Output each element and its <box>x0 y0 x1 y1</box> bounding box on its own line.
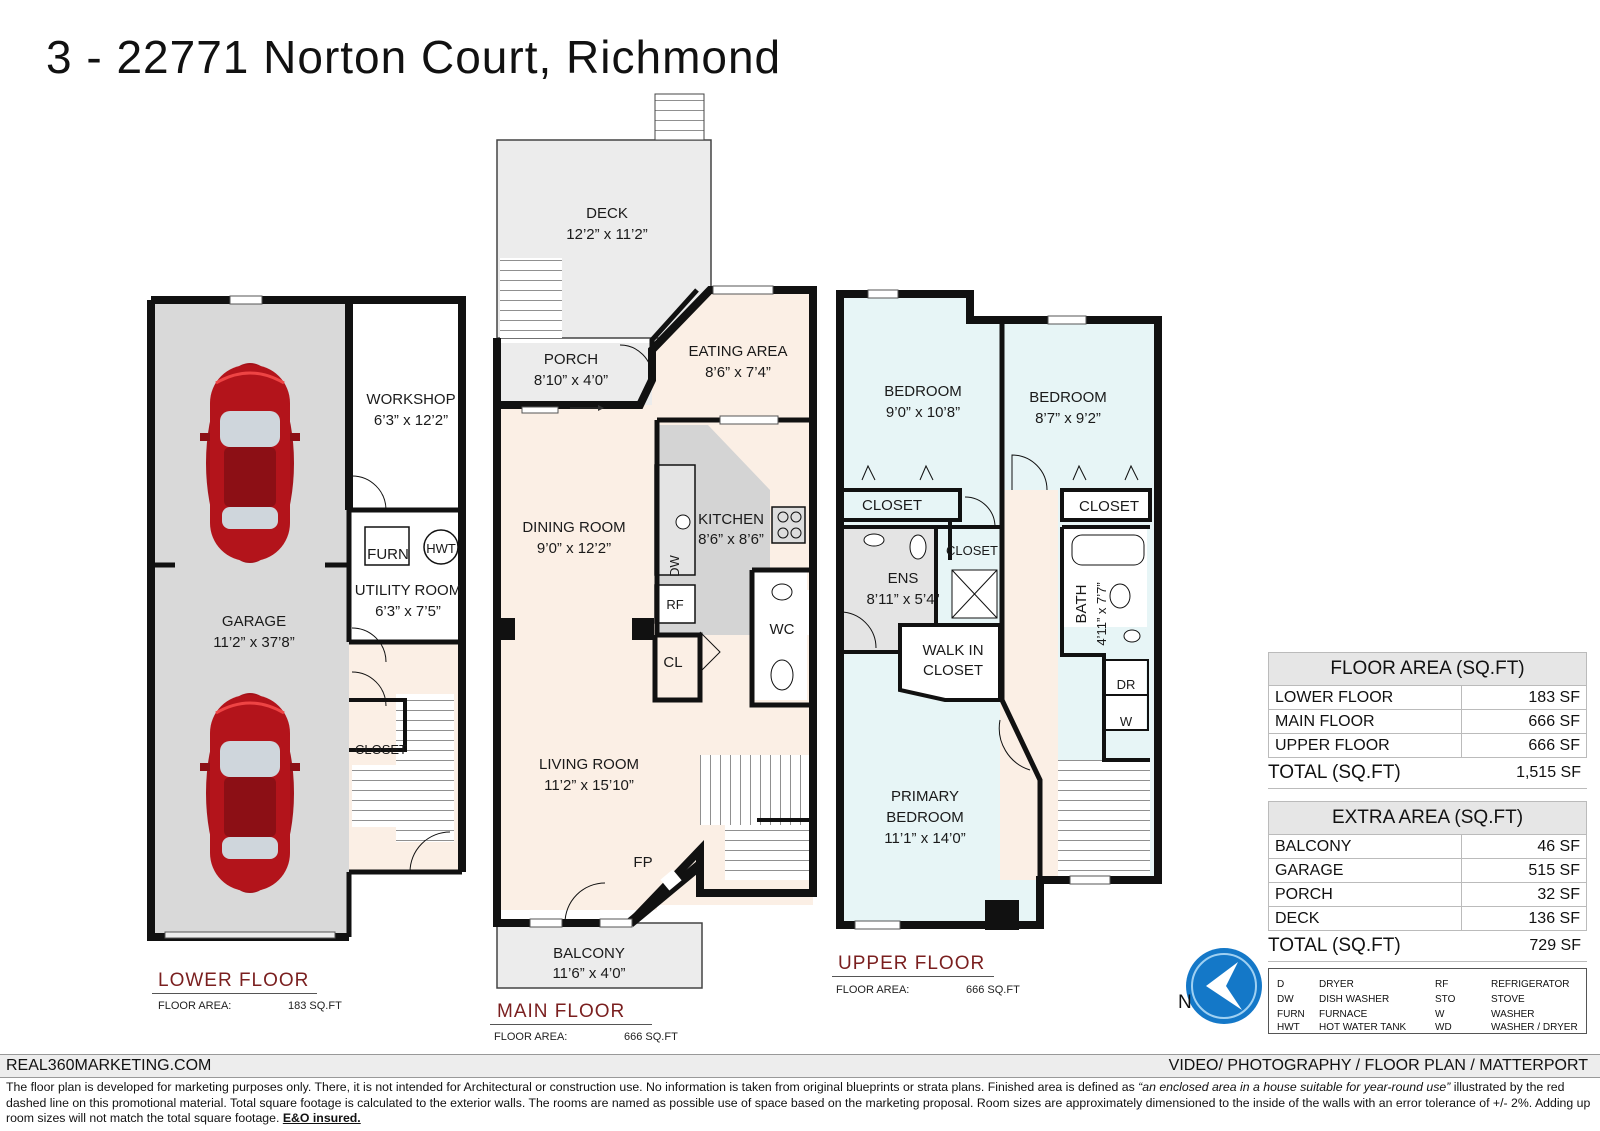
bedroom-1-name: BEDROOM <box>884 383 962 400</box>
balcony-size: 11’6” x 4’0” <box>552 965 625 982</box>
footer-services: VIDEO/ PHOTOGRAPHY / FLOOR PLAN / MATTER… <box>1168 1057 1588 1074</box>
living-room-size: 11’2” x 15’10” <box>544 777 634 794</box>
lower-floor-label: LOWER FLOOR <box>158 970 310 991</box>
lower-floor-area-label: FLOOR AREA: <box>158 1000 232 1012</box>
upper-floor-area-value: 666 SQ.FT <box>966 984 1020 996</box>
primary-bedroom-size: 11’1” x 14’0” <box>884 830 965 847</box>
eating-area-size: 8’6” x 7’4” <box>705 364 771 381</box>
kitchen-size: 8’6” x 8’6” <box>698 531 764 548</box>
lower-floor-area-value: 183 SQ.FT <box>288 1000 342 1012</box>
cl-name: CL <box>663 654 682 671</box>
garage-name: GARAGE <box>222 613 286 630</box>
bath-name: BATH <box>1073 585 1090 624</box>
closet-small-name: CLOSET <box>946 543 998 558</box>
footer-bar: REAL360MARKETING.COM VIDEO/ PHOTOGRAPHY … <box>0 1054 1600 1078</box>
furnace-name: FURN <box>367 546 409 563</box>
upper-floor-area-label: FLOOR AREA: <box>836 984 910 996</box>
main-floor-plan <box>493 93 817 989</box>
porch-name: PORCH <box>544 351 598 368</box>
compass-north-label: N <box>1178 992 1192 1013</box>
dining-room-size: 9’0” x 12’2” <box>537 540 611 557</box>
main-floor-label: MAIN FLOOR <box>497 1001 626 1022</box>
closet-lower-name: CLOSET <box>355 742 407 757</box>
ensuite-size: 8’11” x 5’4” <box>866 591 939 608</box>
page-title: 3 - 22771 Norton Court, Richmond <box>46 31 782 83</box>
dryer-name: DR <box>1117 677 1136 692</box>
walk-in-closet-name-2: CLOSET <box>923 662 983 679</box>
porch-size: 8’10” x 4’0” <box>534 372 608 389</box>
primary-bedroom-name-2: BEDROOM <box>886 809 964 826</box>
extra-area-total: TOTAL (SQ.FT)729 SF <box>1268 931 1587 962</box>
primary-bedroom-name: PRIMARY <box>891 788 959 805</box>
main-floor-area-value: 666 SQ.FT <box>624 1031 678 1043</box>
utility-room-size: 6’3” x 7’5” <box>375 603 441 620</box>
main-floor-area-label: FLOOR AREA: <box>494 1031 568 1043</box>
rf-name: RF <box>666 597 683 612</box>
deck-size: 12’2” x 11’2” <box>566 226 647 243</box>
ensuite-name: ENS <box>888 570 919 587</box>
bath-size: 4’11” x 7’7” <box>1094 582 1109 645</box>
floor-area-total: TOTAL (SQ.FT)1,515 SF <box>1268 758 1587 789</box>
disclaimer-text: The floor plan is developed for marketin… <box>6 1080 1591 1125</box>
kitchen-name: KITCHEN <box>698 511 764 528</box>
utility-room-name: UTILITY ROOM <box>355 582 461 599</box>
workshop-name: WORKSHOP <box>366 391 455 408</box>
floor-area-header: FLOOR AREA (SQ.FT) <box>1268 652 1587 686</box>
dining-room-name: DINING ROOM <box>522 519 625 536</box>
closet-2-name: CLOSET <box>1079 498 1139 515</box>
bedroom-2-size: 8’7” x 9’2” <box>1035 410 1101 427</box>
footer-website: REAL360MARKETING.COM <box>6 1057 212 1074</box>
balcony-name: BALCONY <box>553 945 625 962</box>
fireplace-name: FP <box>633 854 652 871</box>
washer-name: W <box>1120 714 1133 729</box>
upper-floor-label: UPPER FLOOR <box>838 953 986 974</box>
lower-floor-plan <box>147 295 466 941</box>
deck-name: DECK <box>586 205 628 222</box>
bedroom-2-name: BEDROOM <box>1029 389 1107 406</box>
hwt-name: HWT <box>426 541 456 556</box>
wc-name: WC <box>770 621 795 638</box>
walk-in-closet-name: WALK IN <box>922 642 983 659</box>
closet-1-name: CLOSET <box>862 497 922 514</box>
eating-area-name: EATING AREA <box>689 343 788 360</box>
bedroom-1-size: 9’0” x 10’8” <box>886 404 960 421</box>
dw-name: DW <box>667 554 682 576</box>
north-compass-logo-icon: N <box>1178 948 1262 1024</box>
extra-area-header: EXTRA AREA (SQ.FT) <box>1268 801 1587 835</box>
upper-floor-plan <box>836 289 1162 930</box>
workshop-size: 6’3” x 12’2” <box>374 412 448 429</box>
living-room-name: LIVING ROOM <box>539 756 639 773</box>
garage-size: 11’2” x 37’8” <box>213 634 294 651</box>
